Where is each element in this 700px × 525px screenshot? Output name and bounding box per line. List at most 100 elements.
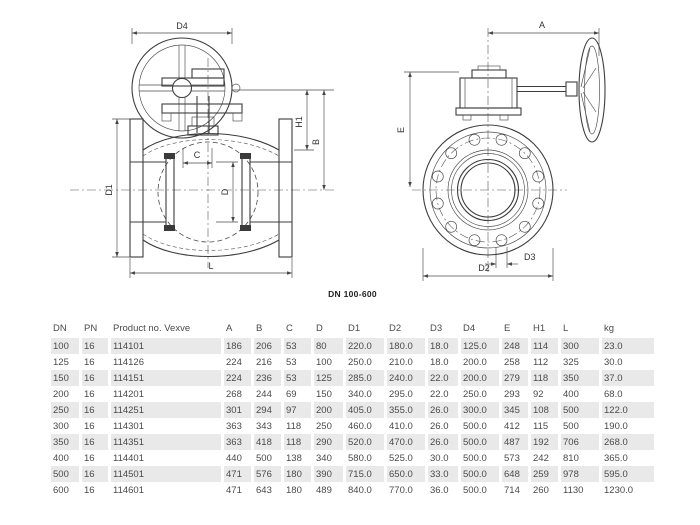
table-cell: 240.0	[387, 370, 425, 386]
table-cell: 770.0	[389, 484, 413, 496]
table-cell: 26.0	[428, 402, 458, 418]
table-cell: 978	[561, 466, 599, 482]
table-cell: 114351	[111, 434, 221, 450]
column-header: D1	[348, 323, 361, 334]
valve-body	[130, 133, 292, 257]
table-cell: 118	[286, 420, 302, 432]
table-cell: 200	[314, 402, 343, 418]
table-cell: 410.0	[389, 420, 413, 432]
table-cell: 16	[84, 356, 95, 368]
column-header: Product no. Vexve	[113, 323, 191, 334]
column-header: L	[563, 323, 569, 334]
table-cell: 192	[531, 434, 558, 450]
table-cell: 190.0	[604, 420, 628, 432]
table-cell: 715.0	[346, 466, 384, 482]
table-cell: 520.0	[346, 434, 384, 450]
table-cell: 840.0	[348, 484, 372, 496]
table-cell: 390	[314, 466, 343, 482]
dim-label-d3: D3	[524, 252, 536, 262]
table-cell: 471	[224, 466, 251, 482]
dim-label-a: A	[539, 20, 545, 30]
table-cell: 580.0	[348, 452, 372, 464]
table-cell: 340	[316, 452, 332, 464]
table-cell: 500.0	[463, 452, 487, 464]
table-cell: 80	[314, 338, 343, 354]
table-cell: 343	[256, 420, 272, 432]
table-cell: 405.0	[346, 402, 384, 418]
table-cell: 500	[563, 420, 579, 432]
table-cell: 525.0	[389, 452, 413, 464]
table-cell: 500	[561, 402, 599, 418]
column-header: DN	[53, 323, 67, 334]
table-cell: 400	[563, 388, 579, 400]
dim-label-d1: D1	[104, 184, 114, 196]
table-cell: 220.0	[346, 338, 384, 354]
left-view-side-section: D4 H1 B C D	[70, 21, 334, 278]
table-cell: 279	[502, 370, 528, 386]
column-header: B	[256, 323, 263, 334]
table-cell: 16	[82, 338, 108, 354]
table-cell: 363	[226, 420, 242, 432]
table-cell: 18.0	[428, 338, 458, 354]
table-cell: 53	[286, 356, 297, 368]
table-cell: 114401	[113, 452, 144, 464]
table-cell: 489	[316, 484, 332, 496]
table-cell: 236	[254, 370, 281, 386]
table-cell: 500	[51, 466, 79, 482]
table-cell: 258	[504, 356, 520, 368]
table-cell: 573	[504, 452, 520, 464]
table-cell: 500.0	[461, 466, 499, 482]
table-cell: 68.0	[604, 388, 623, 400]
table-cell: 125	[314, 370, 343, 386]
table-cell: 487	[502, 434, 528, 450]
dim-label-d2: D2	[478, 263, 490, 273]
table-cell: 114126	[113, 356, 144, 368]
dim-label-h1: H1	[294, 116, 304, 128]
table-cell: 150	[51, 370, 79, 386]
table-cell: 200.0	[463, 356, 487, 368]
table-cell: 714	[504, 484, 520, 496]
table-cell: 500	[256, 452, 272, 464]
table-cell: 16	[82, 370, 108, 386]
table-cell: 53	[284, 370, 311, 386]
table-cell: 180.0	[387, 338, 425, 354]
right-view-dimensions: A E D2 D3	[396, 20, 600, 281]
table-cell: 500.0	[463, 420, 487, 432]
table-cell: 114201	[113, 388, 144, 400]
dim-label-l: L	[208, 261, 213, 271]
table-cell: 180	[284, 466, 311, 482]
table-cell: 16	[82, 466, 108, 482]
table-cell: 23.0	[602, 338, 654, 354]
table-cell: 16	[84, 452, 95, 464]
table-cell: 69	[286, 388, 297, 400]
table-cell: 114101	[111, 338, 221, 354]
table-cell: 242	[533, 452, 549, 464]
table-cell: 16	[84, 388, 95, 400]
table-cell: 114601	[113, 484, 144, 496]
table-cell: 350	[51, 434, 79, 450]
table-cell: 224	[226, 356, 242, 368]
table-cell: 250.0	[348, 356, 372, 368]
table-cell: 355.0	[387, 402, 425, 418]
table-cell: 180	[286, 484, 302, 496]
table-cell: 643	[256, 484, 272, 496]
ball-dashed	[157, 141, 259, 243]
table-cell: 290	[314, 434, 343, 450]
table-cell: 345	[502, 402, 528, 418]
stem-gear-assembly	[161, 68, 243, 136]
table-cell: 216	[256, 356, 272, 368]
table-cell: 118	[284, 434, 311, 450]
table-cell: 22.0	[428, 370, 458, 386]
table-cell: 224	[224, 370, 251, 386]
dim-label-b: B	[311, 139, 321, 145]
table-cell: 16	[84, 484, 95, 496]
table-cell: 365.0	[604, 452, 628, 464]
table-cell: 412	[504, 420, 520, 432]
table-cell: 810	[563, 452, 579, 464]
table-cell: 650.0	[387, 466, 425, 482]
